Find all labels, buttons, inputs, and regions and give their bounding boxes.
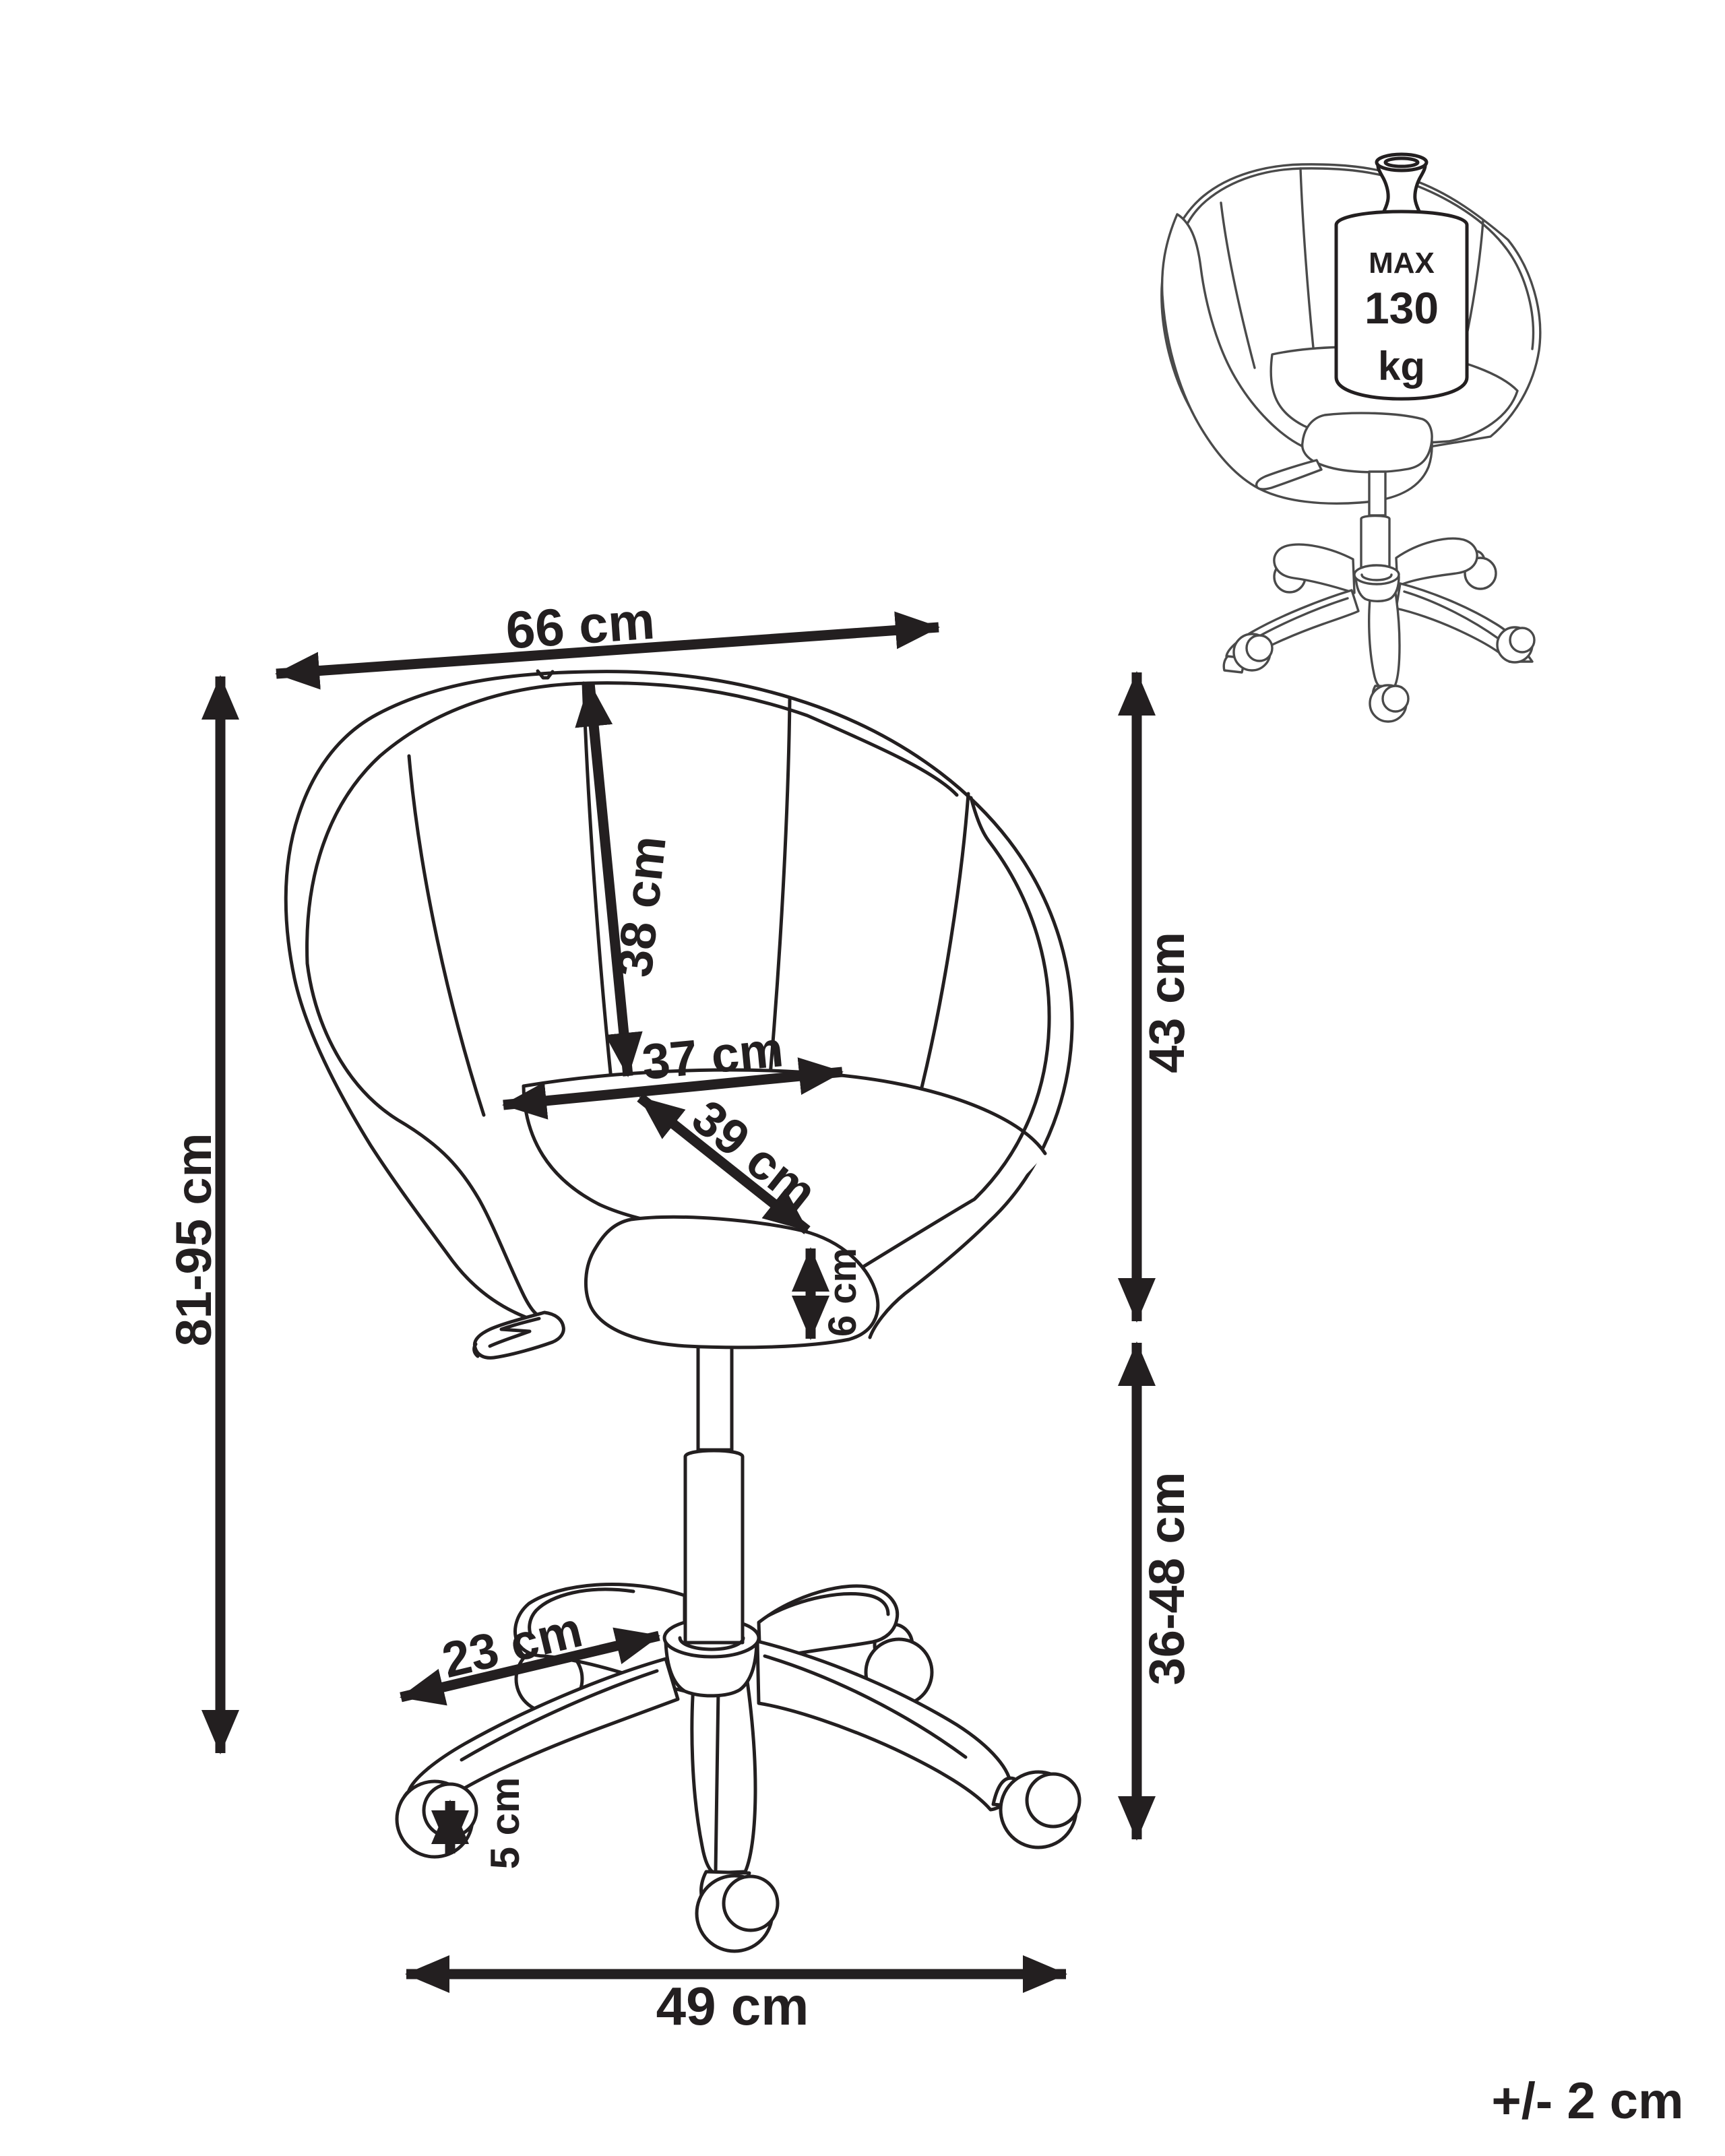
svg-text:66 cm: 66 cm bbox=[504, 590, 657, 660]
svg-text:6 cm: 6 cm bbox=[821, 1248, 865, 1337]
svg-text:37 cm: 37 cm bbox=[639, 1021, 786, 1090]
svg-text:81-95 cm: 81-95 cm bbox=[166, 1133, 222, 1347]
svg-text:+/- 2 cm: +/- 2 cm bbox=[1491, 2072, 1683, 2130]
svg-text:5 cm: 5 cm bbox=[482, 1777, 528, 1870]
svg-text:43 cm: 43 cm bbox=[1139, 932, 1195, 1073]
svg-text:kg: kg bbox=[1378, 344, 1425, 389]
svg-text:36-48 cm: 36-48 cm bbox=[1139, 1472, 1195, 1686]
svg-text:MAX: MAX bbox=[1369, 247, 1435, 280]
svg-text:130: 130 bbox=[1365, 283, 1439, 333]
svg-text:49 cm: 49 cm bbox=[656, 1976, 809, 2036]
